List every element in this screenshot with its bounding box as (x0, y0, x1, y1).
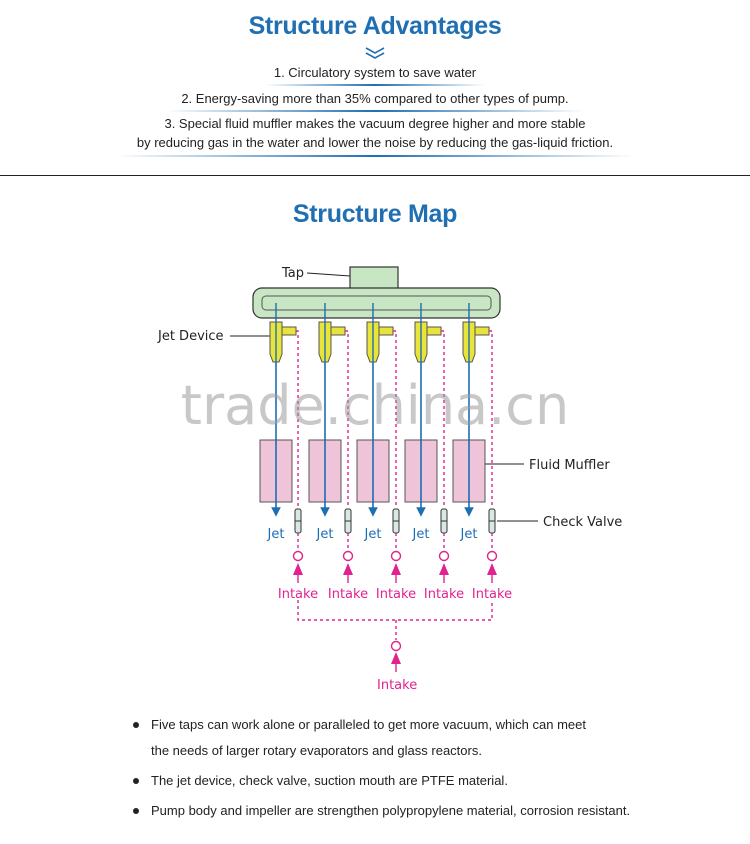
bullet-dot (133, 722, 139, 728)
intake-port (486, 550, 498, 562)
intake-label: Intake (376, 587, 416, 602)
tap-box (349, 266, 399, 290)
tap-label: Tap (281, 266, 304, 281)
note-item: The jet device, check valve, suction mou… (133, 768, 693, 794)
main-intake-arrow (391, 652, 401, 664)
main-intake-port (390, 640, 402, 652)
intake-arrow (391, 563, 401, 575)
jet-device-label: Jet Device (157, 329, 224, 344)
intake-port (342, 550, 354, 562)
advantage-1-underline (265, 84, 485, 86)
intake-collector (297, 600, 493, 621)
jet-label: Jet (316, 527, 334, 542)
intake-port (390, 550, 402, 562)
suction-line (296, 330, 299, 508)
note-3: Pump body and impeller are strengthen po… (151, 803, 631, 818)
chevron-down-icon (365, 47, 385, 59)
intake-port (438, 550, 450, 562)
watermark: trade.china.cn (181, 374, 569, 437)
section-divider (0, 175, 750, 176)
intake-arrow (343, 563, 353, 575)
manifold (252, 287, 501, 319)
suction-line (393, 330, 397, 508)
intake-port (292, 550, 304, 562)
advantages-title: Structure Advantages (248, 12, 502, 40)
main-intake-label: Intake (377, 678, 417, 693)
jet-side-port (426, 326, 442, 336)
intake-arrow (487, 563, 497, 575)
fluid-muffler-label: Fluid Muffler (529, 458, 610, 473)
jet-side-port (378, 326, 394, 336)
jet-label: Jet (267, 527, 285, 542)
intake-label: Intake (424, 587, 464, 602)
check-valve-label: Check Valve (543, 515, 622, 530)
advantage-2-underline (165, 110, 585, 112)
note-2: The jet device, check valve, suction mou… (151, 773, 508, 788)
jet-label: Jet (460, 527, 478, 542)
advantage-3-underline (115, 155, 635, 157)
note-1-line-a: Five taps can work alone or paralleled t… (151, 717, 586, 732)
jet-side-port (281, 326, 297, 336)
intake-arrow (439, 563, 449, 575)
manifold-inner (261, 295, 492, 311)
advantage-3-line-a: 3. Special fluid muffler makes the vacuu… (164, 116, 586, 131)
advantage-1: 1. Circulatory system to save water (273, 65, 477, 80)
suction-line (489, 330, 493, 508)
jet-label: Jet (412, 527, 430, 542)
jet-side-port (330, 326, 346, 336)
tap-leader (306, 272, 351, 277)
suction-line (345, 330, 349, 508)
intake-label: Intake (328, 587, 368, 602)
jet-side-port (474, 326, 490, 336)
intake-label: Intake (472, 587, 512, 602)
note-1-line-b: the needs of larger rotary evaporators a… (151, 743, 482, 758)
suction-line (441, 330, 445, 508)
advantage-3-line-b: by reducing gas in the water and lower t… (136, 135, 614, 150)
intake-arrow (293, 563, 303, 575)
intake-label: Intake (278, 587, 318, 602)
bullet-dot (133, 778, 139, 784)
advantage-2: 2. Energy-saving more than 35% compared … (181, 91, 569, 106)
jet-label: Jet (364, 527, 382, 542)
notes-list: Five taps can work alone or paralleled t… (133, 712, 693, 828)
bullet-dot (133, 808, 139, 814)
map-title: Structure Map (292, 200, 458, 228)
note-item: Pump body and impeller are strengthen po… (133, 798, 693, 824)
note-item: Five taps can work alone or paralleled t… (133, 712, 693, 764)
